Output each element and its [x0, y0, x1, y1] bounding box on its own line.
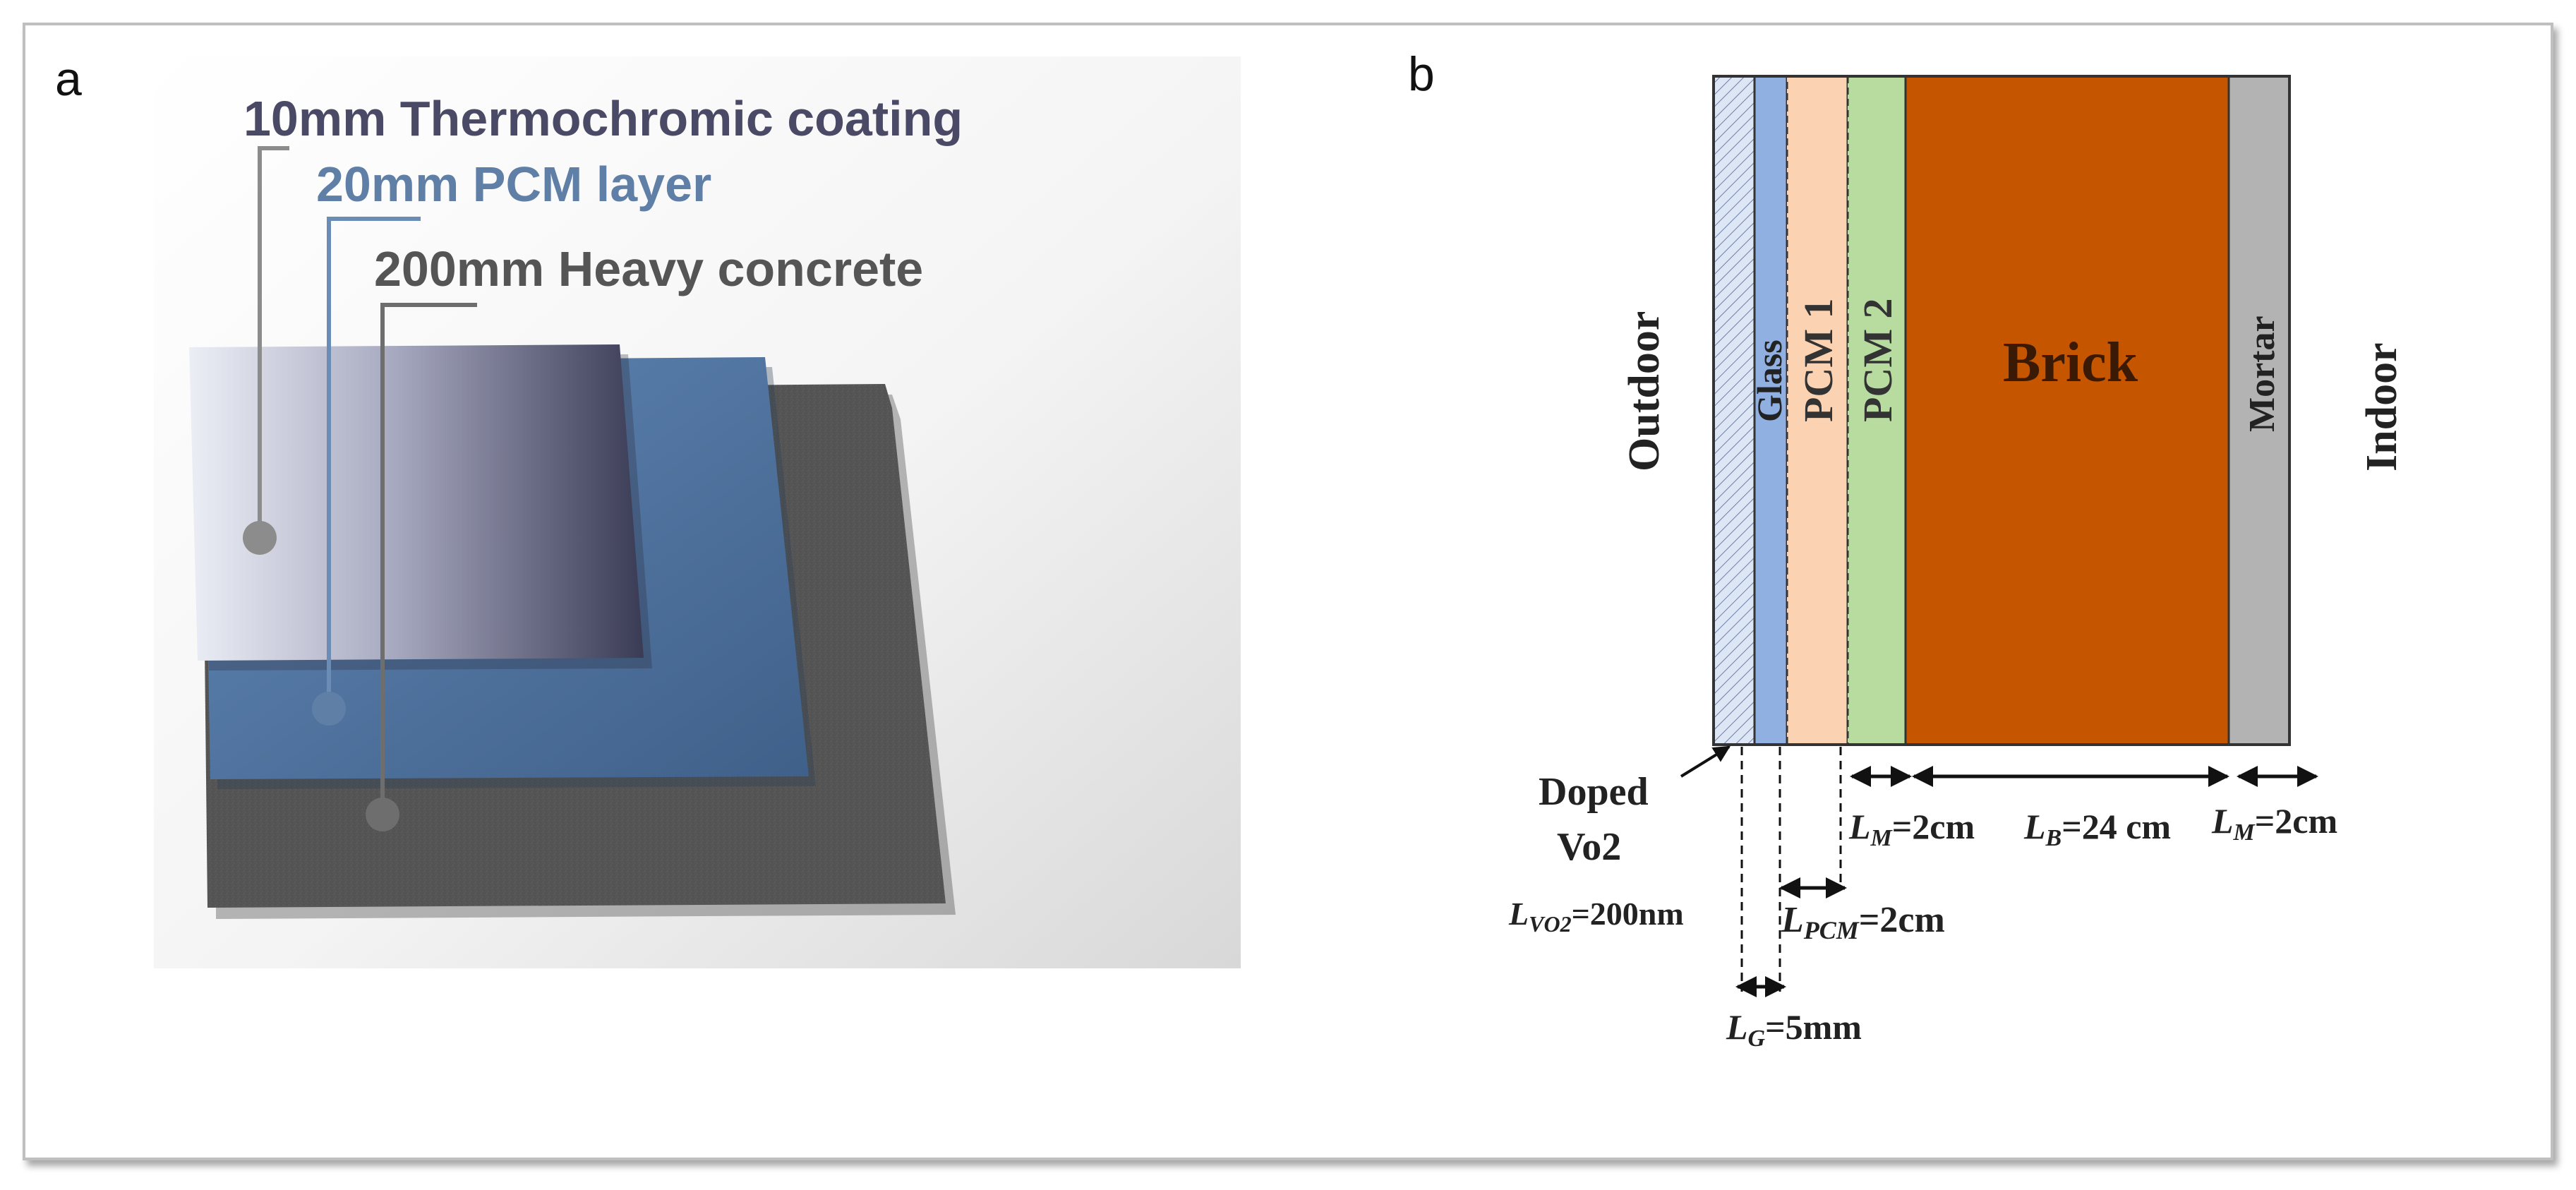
coating-leader-line [258, 146, 289, 538]
doped-label-line2: Vo2 [1557, 825, 1621, 869]
lm-right-label: LM=2cm [2211, 801, 2337, 846]
lg-symbol: L [1726, 1007, 1748, 1047]
lg-label: LG=5mm [1726, 1007, 1862, 1052]
lpcm-value: =2cm [1859, 900, 1945, 940]
lm-left-subscript: M [1870, 825, 1894, 851]
pcm2-label: PCM 2 [1855, 298, 1901, 422]
lvo2-value: =200nm [1572, 896, 1684, 932]
brick-layer [1904, 75, 2230, 746]
panel-b-letter: b [1408, 47, 1435, 101]
lpcm-symbol: L [1781, 900, 1804, 940]
thermochromic-coating-slab [189, 344, 652, 671]
glass-layer [1753, 75, 1788, 746]
lb-label: LB=24 cm [2023, 807, 2171, 851]
lg-value: =5mm [1765, 1007, 1862, 1047]
coating-leader-dot [243, 521, 277, 555]
wall-outline [1712, 75, 2291, 746]
outdoor-label: Outdoor [1620, 311, 1668, 471]
coating-label: 10mm Thermochromic coating [243, 91, 963, 146]
concrete-leader-dot [366, 798, 399, 831]
lm-left-label: LM=2cm [1848, 807, 1975, 851]
lb-symbol: L [2023, 807, 2046, 846]
lvo2-symbol: L [1508, 896, 1529, 932]
doped-vo2-pointer [1680, 745, 1731, 778]
concrete-leader-line [380, 303, 477, 815]
lb-subscript: B [2045, 825, 2062, 851]
lb-value: =24 cm [2062, 807, 2171, 846]
panel-a: a 10mm Thermochromic coating 20mm PCM la… [55, 52, 1241, 968]
concrete-label: 200mm Heavy concrete [374, 241, 923, 296]
lpcm-subscript: PCM [1803, 916, 1860, 944]
pcm1-layer [1786, 75, 1849, 746]
doped-label-line1: Doped [1539, 770, 1649, 814]
mortar-label: Mortar [2242, 315, 2282, 432]
glass-label: Glass [1750, 339, 1789, 422]
lm-left-value: =2cm [1892, 807, 1975, 846]
pcm-leader-dot [312, 692, 346, 726]
pcm2-layer [1846, 75, 1907, 746]
lm-right-value: =2cm [2255, 801, 2337, 841]
indoor-label: Indoor [2358, 342, 2406, 471]
vo2-hatched-layer [1712, 75, 1756, 746]
pcm-leader-line [327, 217, 421, 709]
lvo2-label: LVO2=200nm [1508, 896, 1684, 937]
pcm-layer-label: 20mm PCM layer [316, 157, 711, 212]
lvo2-subscript: VO2 [1529, 911, 1571, 937]
lg-subscript: G [1748, 1026, 1766, 1052]
pcm1-label: PCM 1 [1795, 298, 1841, 422]
lpcm-label: LPCM=2cm [1781, 900, 1945, 944]
mortar-layer [2227, 75, 2291, 746]
panel-b: b Glass PCM 1 PCM 2 Mortar Brick Outdoor… [1408, 47, 2406, 1052]
lm-right-subscript: M [2233, 819, 2256, 846]
brick-label: Brick [2003, 332, 2138, 394]
lm-left-symbol: L [1848, 807, 1871, 846]
panel-a-letter: a [55, 52, 82, 106]
lm-right-symbol: L [2211, 801, 2234, 841]
